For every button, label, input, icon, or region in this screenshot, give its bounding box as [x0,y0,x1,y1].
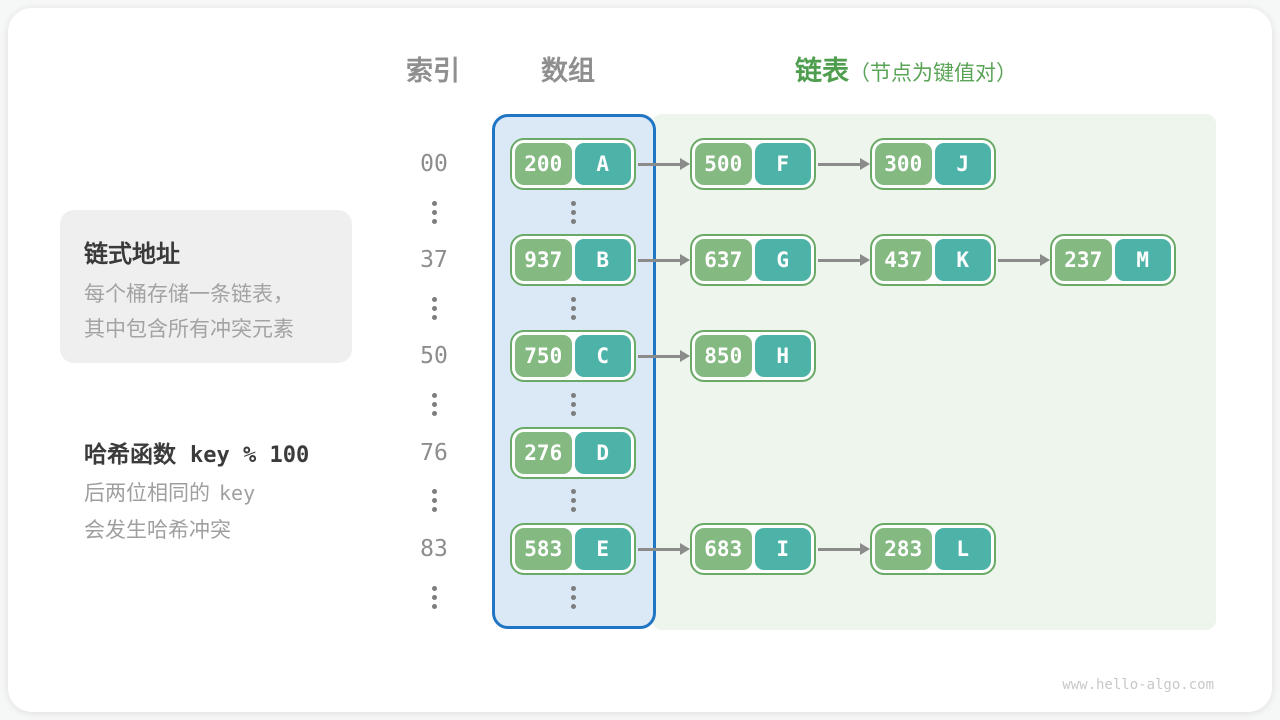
chain-node: 683 I [690,523,816,575]
index-label: 00 [420,151,448,177]
vertical-ellipsis-icon [431,297,437,320]
bucket-node: 750 C [510,330,636,382]
node-key: 200 [515,143,572,185]
chain-node: 850 H [690,330,816,382]
node-key: 750 [515,335,572,377]
chain-node: 437 K [870,234,996,286]
node-value: L [934,528,991,570]
arrow-right-icon [818,158,870,170]
explanation-title: 链式地址 [84,241,180,268]
hash-note1-code: key [219,481,256,505]
hash-note1-text: 后两位相同的 [84,482,210,505]
arrow-right-icon [818,254,870,266]
vertical-ellipsis-icon [570,489,576,512]
bucket-node: 276 D [510,427,636,479]
index-label: 76 [420,440,448,466]
vertical-ellipsis-icon [570,201,576,224]
chain-node: 637 G [690,234,816,286]
array-column-header: 数组 [541,56,595,86]
node-value: K [934,239,991,281]
vertical-ellipsis-icon [431,489,437,512]
node-value: A [574,143,631,185]
chain-node: 300 J [870,138,996,190]
explanation-card: 链式地址 每个桶存储一条链表， 其中包含所有冲突元素 [60,210,352,363]
arrow-right-icon [638,254,690,266]
node-key: 237 [1055,239,1112,281]
hash-conflict-note-line1: 后两位相同的 key [84,477,255,507]
node-value: D [574,432,631,474]
node-value: J [934,143,991,185]
node-key: 283 [875,528,932,570]
explanation-line-2: 其中包含所有冲突元素 [84,318,294,341]
node-key: 437 [875,239,932,281]
chain-node: 237 M [1050,234,1176,286]
hash-function-heading: 哈希函数 key % 100 [84,435,309,469]
index-label: 83 [420,536,448,562]
hash-conflict-note-line2: 会发生哈希冲突 [84,519,231,542]
node-value: C [574,335,631,377]
list-column-header: 链表（节点为键值对） [795,54,1017,88]
bucket-node: 200 A [510,138,636,190]
node-value: F [754,143,811,185]
vertical-ellipsis-icon [570,586,576,609]
bucket-node: 937 B [510,234,636,286]
arrow-right-icon [638,350,690,362]
vertical-ellipsis-icon [570,297,576,320]
node-key: 300 [875,143,932,185]
node-value: B [574,239,631,281]
vertical-ellipsis-icon [431,586,437,609]
chain-node: 500 F [690,138,816,190]
index-column-header: 索引 [406,56,460,86]
hash-function-label: 哈希函数 [84,441,176,467]
watermark: www.hello-algo.com [1062,677,1214,693]
bucket-node: 583 E [510,523,636,575]
chain-node: 283 L [870,523,996,575]
node-value: M [1114,239,1171,281]
node-value: H [754,335,811,377]
explanation-line-1: 每个桶存储一条链表， [84,283,294,306]
node-key: 637 [695,239,752,281]
hash-function-expression: key % 100 [190,443,310,468]
list-header-note: （节点为键值对） [849,62,1017,85]
vertical-ellipsis-icon [431,201,437,224]
node-value: E [574,528,631,570]
list-header-title: 链表 [795,56,849,86]
node-key: 937 [515,239,572,281]
node-key: 683 [695,528,752,570]
arrow-right-icon [638,158,690,170]
index-label: 37 [420,247,448,273]
vertical-ellipsis-icon [570,393,576,416]
arrow-right-icon [638,543,690,555]
node-value: I [754,528,811,570]
arrow-right-icon [818,543,870,555]
index-label: 50 [420,343,448,369]
node-value: G [754,239,811,281]
node-key: 500 [695,143,752,185]
arrow-right-icon [998,254,1050,266]
node-key: 583 [515,528,572,570]
node-key: 276 [515,432,572,474]
vertical-ellipsis-icon [431,393,437,416]
node-key: 850 [695,335,752,377]
